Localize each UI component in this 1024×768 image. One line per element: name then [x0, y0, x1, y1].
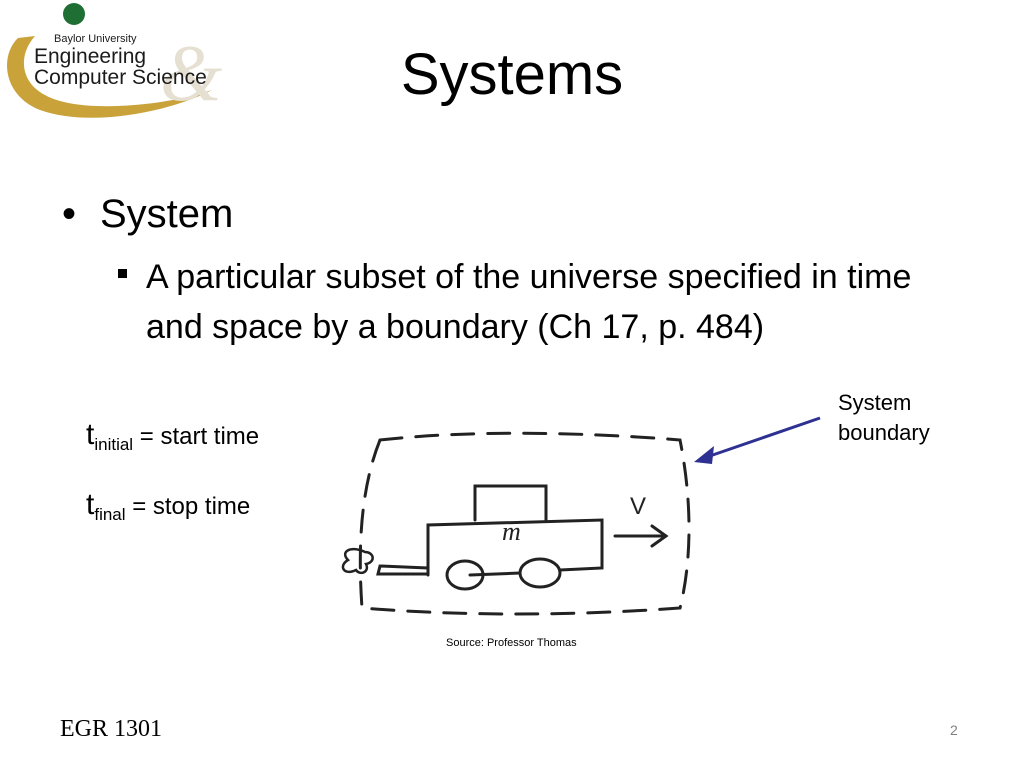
bullet-text: System	[100, 192, 234, 236]
t-initial-line: tinitial = start time	[86, 420, 259, 460]
car-cab	[473, 484, 548, 522]
system-drawing: m V	[341, 431, 691, 616]
t-final-line: tfinal = stop time	[86, 490, 250, 530]
tailpipe	[376, 564, 430, 576]
square-bullet-icon	[118, 269, 127, 278]
t-initial-symbol: t	[86, 418, 95, 451]
t-final-text: = stop time	[132, 493, 251, 520]
system-boundary-label: System boundary	[838, 390, 930, 445]
logo-university: Baylor University	[54, 33, 137, 45]
boundary-arrow-icon	[694, 416, 821, 464]
t-final-subscript: final	[94, 505, 126, 524]
logo-computer-science: Computer Science	[34, 66, 207, 89]
slide-title: Systems	[400, 42, 624, 107]
t-final-symbol: t	[86, 488, 95, 521]
car-body	[426, 518, 604, 577]
logo-swoosh-icon: &	[7, 3, 222, 118]
bullet-dot-icon: •	[62, 192, 77, 236]
velocity-arrow	[613, 524, 669, 548]
wheel-left	[445, 559, 485, 591]
velocity-label: V	[630, 493, 646, 520]
exhaust-puff	[341, 547, 374, 575]
page-number: 2	[950, 722, 958, 738]
figure-source: Source: Professor Thomas	[446, 637, 577, 649]
wheel-right	[518, 557, 562, 589]
mass-label: m	[502, 517, 521, 546]
t-initial-text: = start time	[139, 423, 260, 450]
subbullet-text: A particular subset of the universe spec…	[146, 258, 912, 346]
footer-course: EGR 1301	[60, 716, 162, 742]
bullet-system: • System	[62, 190, 233, 238]
logo: & Baylor University Engineering Computer…	[0, 0, 240, 130]
logo-engineering: Engineering	[34, 45, 147, 68]
svg-text:&: &	[160, 30, 222, 118]
t-initial-subscript: initial	[94, 435, 134, 454]
dashed-boundary	[358, 431, 691, 616]
